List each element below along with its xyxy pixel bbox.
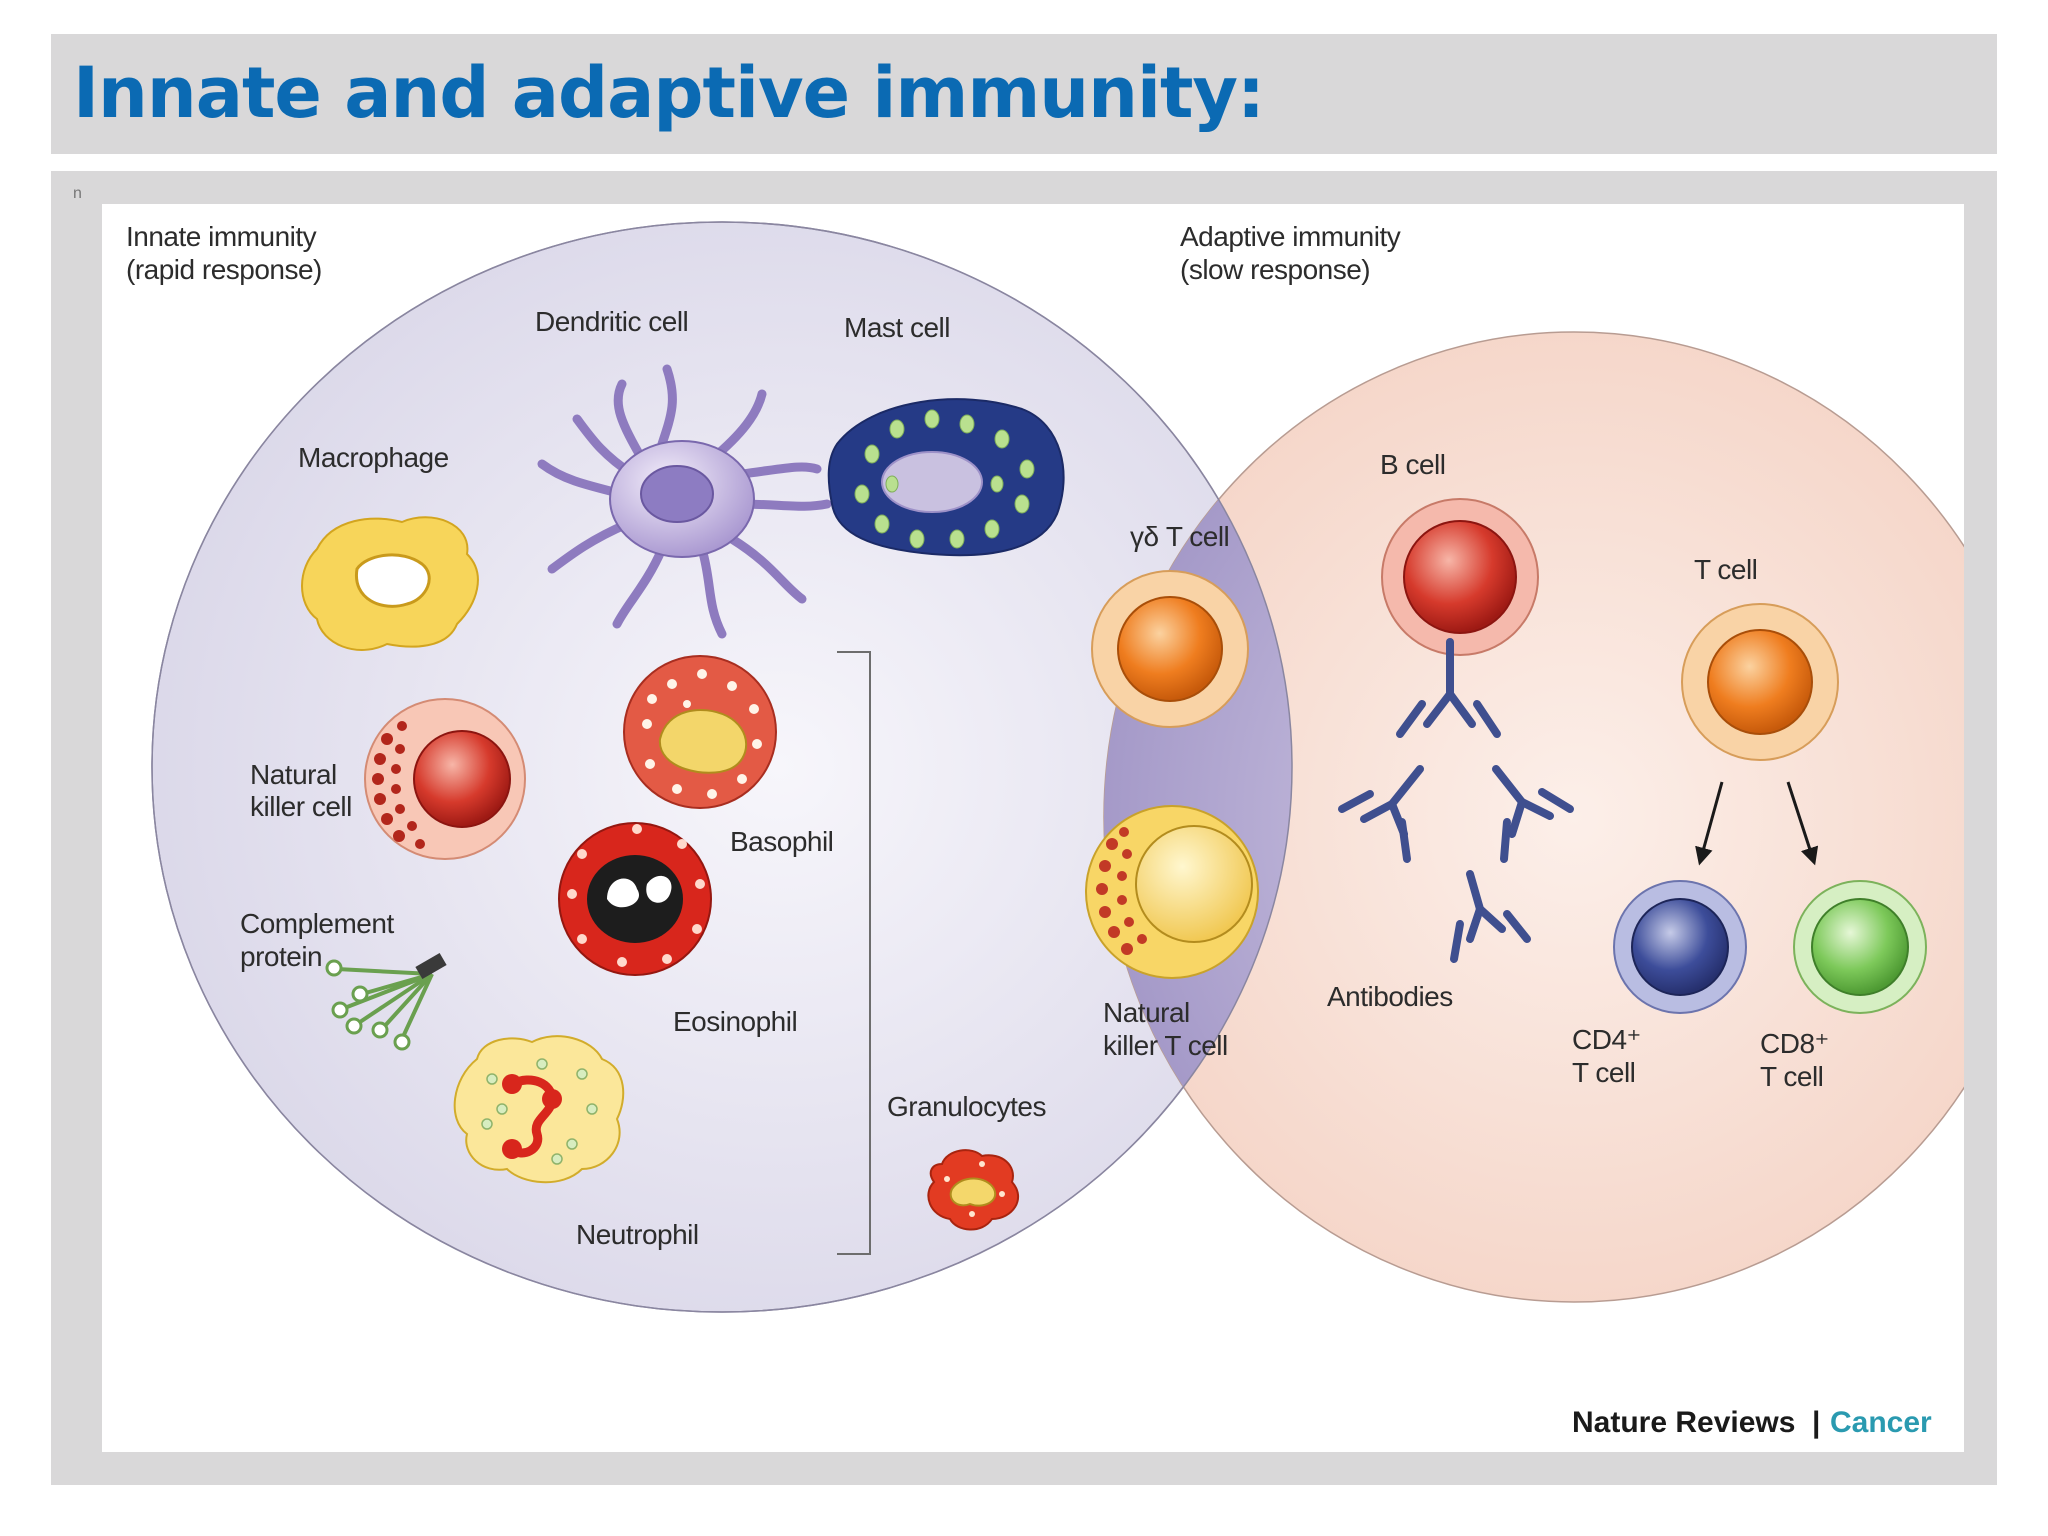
basophil-label: Basophil [730, 826, 833, 857]
dendritic-cell-label: Dendritic cell [535, 306, 688, 337]
content-panel: n [51, 171, 1997, 1485]
cd8-t-cell-icon [1793, 880, 1927, 1014]
adaptive-title-line2: (slow response) [1180, 254, 1370, 285]
arrow-to-cd4 [1695, 781, 1724, 866]
gamma-delta-t-cell-icon [1091, 570, 1249, 728]
neutrophil-label: Neutrophil [576, 1219, 699, 1250]
basophil-icon [623, 655, 777, 809]
eosinophil-icon [558, 822, 712, 976]
stray-mark: n [73, 185, 82, 202]
b-cell-icon [1381, 498, 1539, 656]
eosinophil-label: Eosinophil [673, 1006, 797, 1037]
antibodies-label: Antibodies [1327, 981, 1453, 1012]
antibodies-icon [1338, 638, 1574, 963]
dendritic-cell-icon [537, 364, 832, 639]
complement-protein-icon [325, 952, 447, 1051]
immunity-diagram: Innate immunity (rapid response) Adaptiv… [102, 204, 1964, 1452]
figure-credit: Nature Reviews | Cancer [1572, 1406, 1932, 1439]
b-cell-label: B cell [1380, 449, 1445, 480]
cd4-t-cell-icon [1613, 880, 1747, 1014]
macrophage-label: Macrophage [298, 442, 449, 473]
cd4-label-line2: T cell [1572, 1057, 1635, 1088]
macrophage-icon [301, 516, 479, 651]
granulocytes-bracket [837, 651, 871, 1255]
natural-killer-t-label-line1: Natural [1103, 997, 1190, 1028]
natural-killer-label-line1: Natural [250, 759, 337, 790]
arrow-to-cd8 [1786, 781, 1819, 866]
t-cell-label: T cell [1694, 554, 1757, 585]
natural-killer-t-label-line2: killer T cell [1103, 1030, 1228, 1061]
cd8-label-line1: CD8⁺ [1760, 1028, 1829, 1059]
title-bar: Innate and adaptive immunity: [51, 34, 1997, 154]
gamma-delta-t-cell-label: γδ T cell [1130, 521, 1229, 552]
credit-separator: | [1812, 1406, 1820, 1439]
mast-cell-icon [827, 398, 1065, 557]
natural-killer-cell-icon [364, 698, 526, 860]
complement-label-line1: Complement [240, 908, 394, 939]
adaptive-title-line1: Adaptive immunity [1180, 221, 1401, 252]
complement-label-line2: protein [240, 941, 322, 972]
innate-title-line2: (rapid response) [126, 254, 322, 285]
granulocytes-label: Granulocytes [887, 1091, 1046, 1122]
cd4-label-line1: CD4⁺ [1572, 1024, 1641, 1055]
credit-section: Cancer [1830, 1406, 1932, 1439]
credit-journal: Nature Reviews [1572, 1406, 1795, 1439]
mast-cell-label: Mast cell [844, 312, 950, 343]
innate-title-line1: Innate immunity [126, 221, 317, 252]
neutrophil-icon [453, 1035, 625, 1184]
t-cell-icon [1681, 603, 1839, 761]
natural-killer-label-line2: killer cell [250, 791, 352, 822]
granulocyte-icon [927, 1149, 1019, 1231]
natural-killer-t-cell-icon [1085, 805, 1259, 979]
diagram-svg: Innate immunity (rapid response) Adaptiv… [126, 221, 1964, 1439]
cd8-label-line2: T cell [1760, 1061, 1823, 1092]
page-title: Innate and adaptive immunity: [73, 52, 1265, 134]
